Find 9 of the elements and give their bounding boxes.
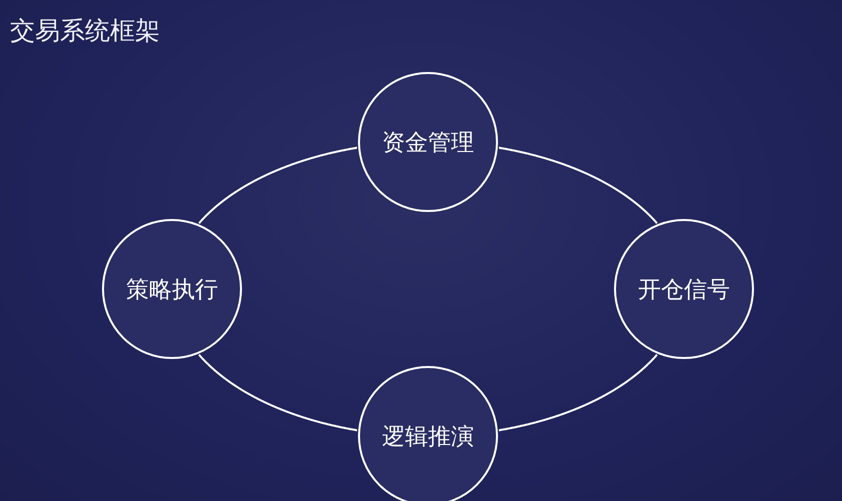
- circle-node: 逻辑推演: [358, 366, 498, 501]
- title: 交易系统框架: [10, 15, 160, 47]
- connector-arc: [198, 146, 358, 224]
- circle-node: 策略执行: [102, 219, 242, 359]
- circle-node: 开仓信号: [614, 219, 754, 359]
- connector-arc: [198, 354, 358, 432]
- circle-node: 资金管理: [358, 72, 498, 212]
- connector-arc: [498, 146, 658, 224]
- connector-arc: [498, 354, 658, 432]
